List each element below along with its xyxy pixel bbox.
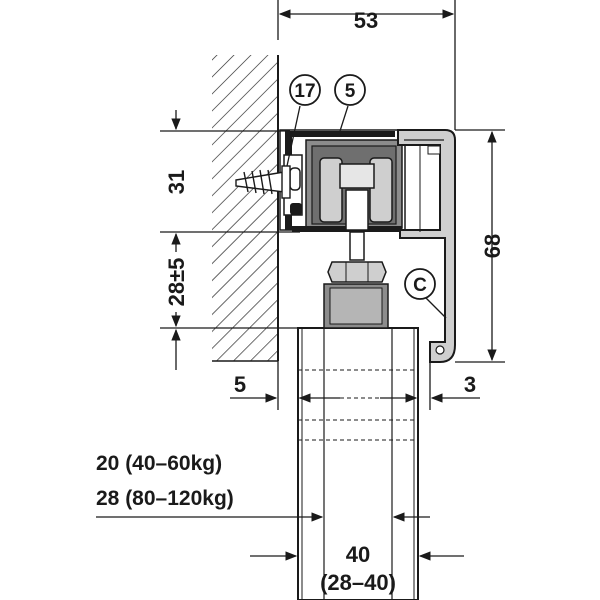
dim-68: 68 — [480, 234, 505, 258]
dim-31: 31 — [164, 170, 189, 194]
screw — [235, 165, 291, 199]
callout-c: C — [404, 268, 436, 300]
wall — [212, 55, 279, 362]
dim-leaf-20: 20 (40–60kg) — [96, 452, 222, 475]
trolley — [319, 157, 393, 329]
dim-leaf-28: 28 (80–120kg) — [96, 487, 234, 510]
callout-17: 17 — [289, 74, 321, 106]
callout-leaders — [286, 105, 447, 319]
callout-17-label: 17 — [294, 81, 315, 102]
dim-3-gap: 3 — [464, 372, 476, 397]
callout-5-label: 5 — [345, 81, 356, 102]
callout-c-label: C — [413, 275, 427, 296]
dim-28pm5: 28±5 — [164, 258, 189, 307]
dimension-lines — [96, 0, 505, 600]
dim-28-40: (28–40) — [320, 570, 396, 595]
dim-40: 40 — [346, 542, 370, 567]
dim-5-gap: 5 — [234, 372, 246, 397]
callout-5: 5 — [334, 74, 366, 106]
dim-53: 53 — [354, 8, 378, 33]
